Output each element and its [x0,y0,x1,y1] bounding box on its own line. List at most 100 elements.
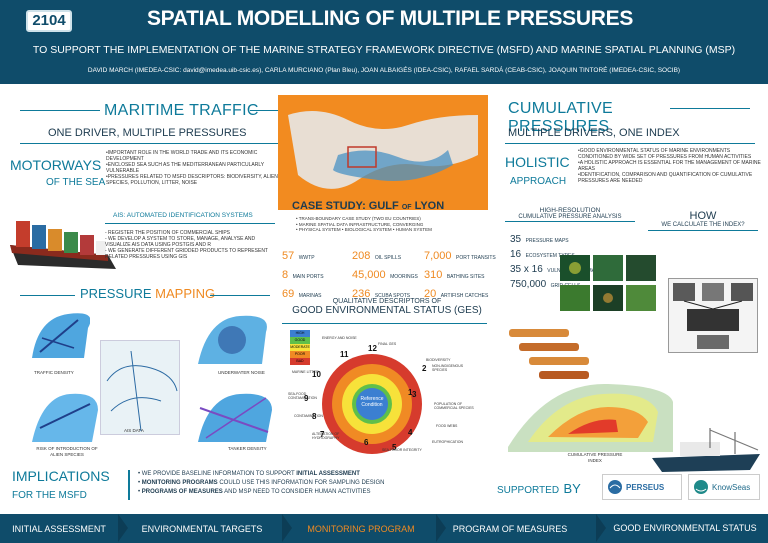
bullet: •IMPORTANT ROLE IN THE WORLD TRADE AND I… [106,150,258,162]
poster-id-badge: 2104 [26,10,72,32]
bullet: •PRESSURES RELATED TO MSFD DESCRIPTORS: … [106,174,278,186]
pressure-mapping-title: PRESSURE MAPPING [80,286,215,301]
implication-bullet: • WE PROVIDE BASELINE INFORMATION TO SUP… [138,470,478,479]
ges-descriptor-label: CONTAMINATION [294,414,323,418]
traffic-density-map [28,308,91,363]
chevron-right-icon [436,514,446,542]
how-subtitle: WE CALCULATE THE INDEX? [648,222,758,231]
chevron-right-icon [596,514,606,542]
supported-by: SUPPORTED BY [497,480,581,498]
cumulative-bullets: •GOOD ENVIRONMENTAL STATUS OF MARINE ENV… [578,148,763,184]
divider [670,108,750,109]
arrow-bar [539,371,589,379]
case-stat-num: 236 [352,288,371,300]
ges-descriptor-number: 11 [340,350,349,359]
cumulative-subtitle: MULTIPLE DRIVERS, ONE INDEX [508,127,680,139]
index-label: CUMULATIVE PRESSURE INDEX [555,452,635,463]
ges-scale-item: BAD [290,358,310,365]
underwater-noise-map [196,310,268,368]
ges-descriptor-number: 12 [368,344,377,353]
case-stat-num: 45,000 [352,269,386,281]
hr-stat-label: ECOSYSTEM TYPES [525,253,575,259]
case-stat-label: MARINAS [298,293,322,299]
index-label-1: CUMULATIVE PRESSURE [567,452,623,457]
ges-descriptor-label: FOOD WEBS [436,424,458,428]
case-stat-label: ARTIFISH CATCHES [440,293,489,299]
case-stat-num: 69 [282,288,295,300]
ais-box: AIS: AUTOMATED IDENTIFICATION SYSTEMS [105,212,275,224]
case-stat-label: WWTP [298,255,315,261]
alien-label-2: ALIEN SPECIES [50,451,84,457]
motorways-label-2: OF THE SEA [46,177,106,188]
impl-bold: MONITORING PROGRAMS [141,480,218,486]
divider [282,323,487,324]
implications-title: IMPLICATIONS [12,468,110,484]
case-title-of: OF [401,204,412,211]
case-stat-num: 208 [352,250,371,262]
tanker-density-label: TANKER DENSITY [228,446,267,451]
ges-scale-item: HIGH [290,330,310,337]
motorways-label: MOTORWAYS [10,157,102,173]
pm-title-2: MAPPING [155,286,216,301]
case-stat: 7,000 PORT TRANSITS [424,246,497,264]
case-stat: 45,000 MOORINGS [352,265,424,283]
underwater-noise-label: UNDERWATER NOISE [218,370,265,375]
ges-title: QUALITATIVE DESCRIPTORS OF GOOD ENVIRONM… [282,298,492,316]
case-stat-label: MAIN PORTS [292,274,324,280]
case-stat-label: MOORINGS [390,274,418,280]
divider [505,143,755,144]
how-box: HOW WE CALCULATE THE INDEX? [648,210,758,231]
case-bullet: • MARINE SPATIAL DATA INFRASTRUCTURE, CO… [296,221,424,227]
transport-arrows [505,325,605,385]
implication-bullet: • MONITORING PROGRAMS COULD USE THIS INF… [138,479,478,488]
footer-process-bar: INITIAL ASSESSMENT ENVIRONMENTAL TARGETS… [0,514,768,543]
case-stat-label: BATHING SITES [446,274,485,280]
ges-descriptor-label: EUTROPHICATION [432,440,464,444]
case-stat-num: 7,000 [424,250,452,262]
container-ship-image [8,205,118,277]
impl-pre: • [138,489,142,495]
pressure-maps-stack [560,255,660,315]
ges-descriptor-number: 1 [408,388,413,397]
ges-descriptor-number: 3 [412,390,417,399]
implications-subtitle: FOR THE MSFD [12,490,87,501]
supported-2: BY [563,481,581,496]
hr-stat: 16 ECOSYSTEM TYPES [510,247,640,262]
chevron-right-icon [118,514,128,542]
arrow-bar [519,343,579,351]
hr-stat-label: PRESSURE MAPS [525,238,569,244]
footer-item-good-environmental-status: GOOD ENVIRONMENTAL STATUS [613,523,757,533]
implications-bullets: • WE PROVIDE BASELINE INFORMATION TO SUP… [138,470,478,497]
perseus-text: PERSEUS [626,482,665,492]
case-stat-num: 8 [282,269,289,281]
cumulative-title: CUMULATIVE PRESSURES [508,100,613,135]
footer-item-initial-assessment: INITIAL ASSESSMENT [12,523,106,534]
divider [20,143,282,144]
hr-title-2: CUMULATIVE PRESSURE ANALYSIS [505,214,635,222]
ges-descriptor-number: 2 [422,364,427,373]
holistic-label: HOLISTIC [505,154,570,170]
footer-item-environmental-targets: ENVIRONMENTAL TARGETS [141,523,263,534]
hr-stat-num: 16 [510,249,522,260]
case-study-title: CASE STUDY: GULF OF LYON [292,200,444,212]
ges-descriptor-label: MARINE LITTER [292,370,319,374]
bullet: •A HOLISTIC APPROACH IS ESSENTIAL FOR TH… [578,160,761,172]
case-stat-label: SCUBA SPOTS [374,293,411,299]
pm-title-1: PRESSURE [80,286,152,301]
implication-bullet: • PROGRAMS OF MEASURES AND MSP NEED TO C… [138,488,478,497]
alien-species-label: RISK OF INTRODUCTION OF ALIEN SPECIES [22,446,112,457]
case-bullet: • PHYSICAL SYSTEM • BIOLOGICAL SYSTEM • … [296,227,432,232]
ges-descriptor-label: BIODIVERSITY [426,358,451,362]
ais-lines: - REGISTER THE POSITION OF COMMERCIAL SH… [105,230,275,260]
ais-data-map [100,340,180,435]
ges-descriptor-label: NON-INDIGENOUS SPECIES [432,364,464,372]
impl-bold: INITIAL ASSESSMENT [296,471,360,477]
perseus-logo: PERSEUS [602,474,682,500]
divider [210,295,270,296]
case-stat: 57 WWTP [282,246,352,264]
case-title-2: LYON [414,200,445,212]
fishing-boat-image [650,428,762,473]
hr-stat-num: 750,000 [510,279,547,290]
